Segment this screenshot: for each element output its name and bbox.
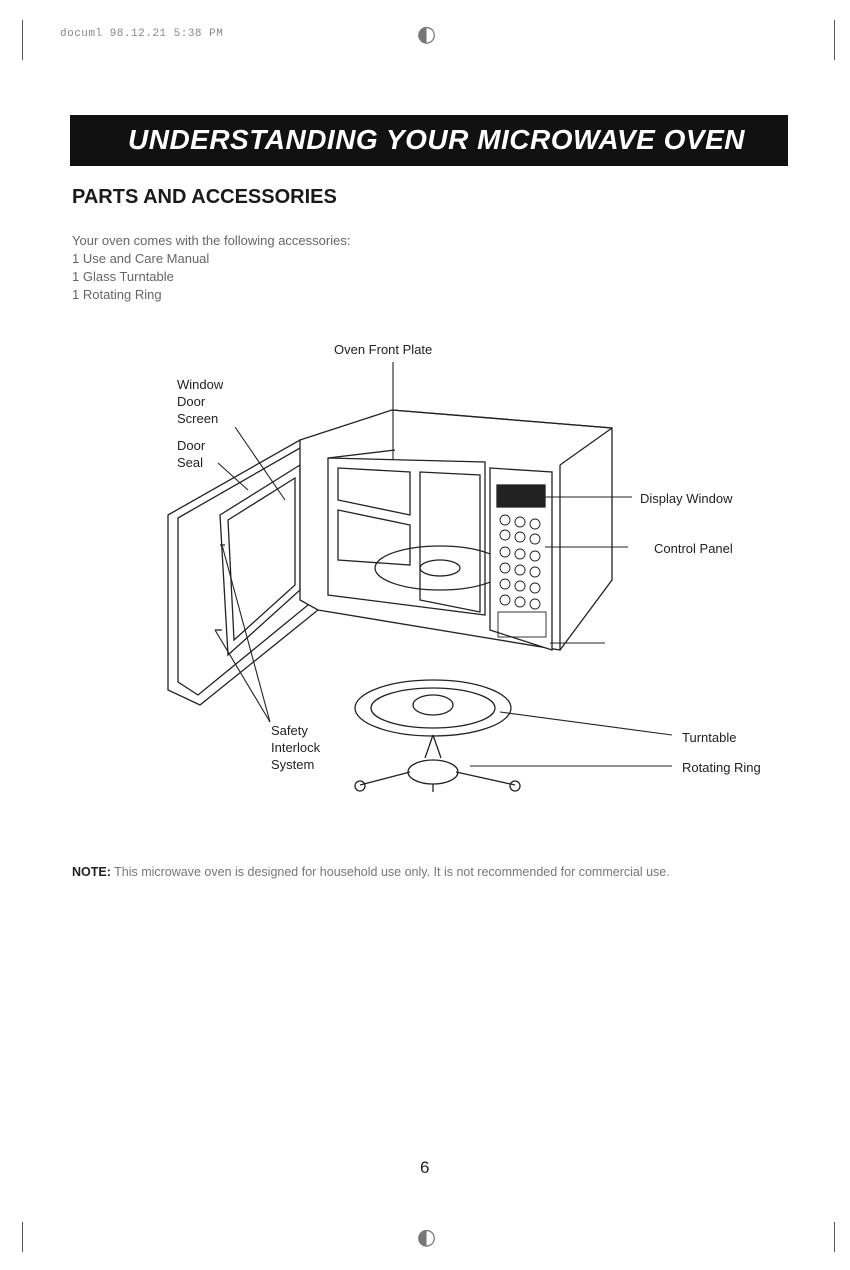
label-line: Screen [177,411,219,426]
label-oven-front-plate: Oven Front Plate [334,342,433,357]
label-display-window: Display Window [640,491,733,506]
crop-mark-top-left [22,20,23,60]
label-line: Seal [177,455,204,470]
registration-mark-top: ◐ [417,22,437,47]
page-title: UNDERSTANDING YOUR MICROWAVE OVEN [128,124,745,155]
label-rotating-ring: Rotating Ring [682,760,761,775]
page-number: 6 [420,1158,430,1177]
rotating-ring [407,759,459,785]
note-text: This microwave oven is designed for hous… [114,865,670,879]
accessory-item: 1 Glass Turntable [72,269,174,284]
label-line: Window [177,377,224,392]
label-line: Door [177,438,206,453]
label-line: System [271,757,315,772]
label-window-door-screen: Window Door Screen [177,376,223,427]
label-safety-interlock: Safety Interlock System [271,722,320,773]
oven-cavity [327,457,486,616]
section-title: PARTS AND ACCESSORIES [72,186,337,208]
intro-line: Your oven comes with the following acces… [72,233,351,248]
crop-mark-bottom-right [834,1222,835,1252]
label-turntable: Turntable [682,730,737,745]
accessory-item: 1 Rotating Ring [72,287,162,302]
note-label: NOTE: [72,865,111,879]
note: NOTE: This microwave oven is designed fo… [72,864,752,881]
crop-mark-top-right [834,20,835,60]
label-line: Door [177,394,206,409]
label-door-seal: Door Seal [177,437,205,471]
crop-mark-bottom-left [22,1222,23,1252]
banner: UNDERSTANDING YOUR MICROWAVE OVEN [70,115,788,166]
print-header: documl 98.12.21 5:38 PM [60,28,224,40]
accessory-item: 1 Use and Care Manual [72,251,210,266]
registration-mark-bottom: ◐ [417,1225,437,1250]
label-line: Safety [271,723,308,738]
display-window [496,484,546,508]
intro-text: Your oven comes with the following acces… [72,232,350,304]
label-line: Interlock [271,740,321,755]
label-control-panel: Control Panel [654,541,733,556]
